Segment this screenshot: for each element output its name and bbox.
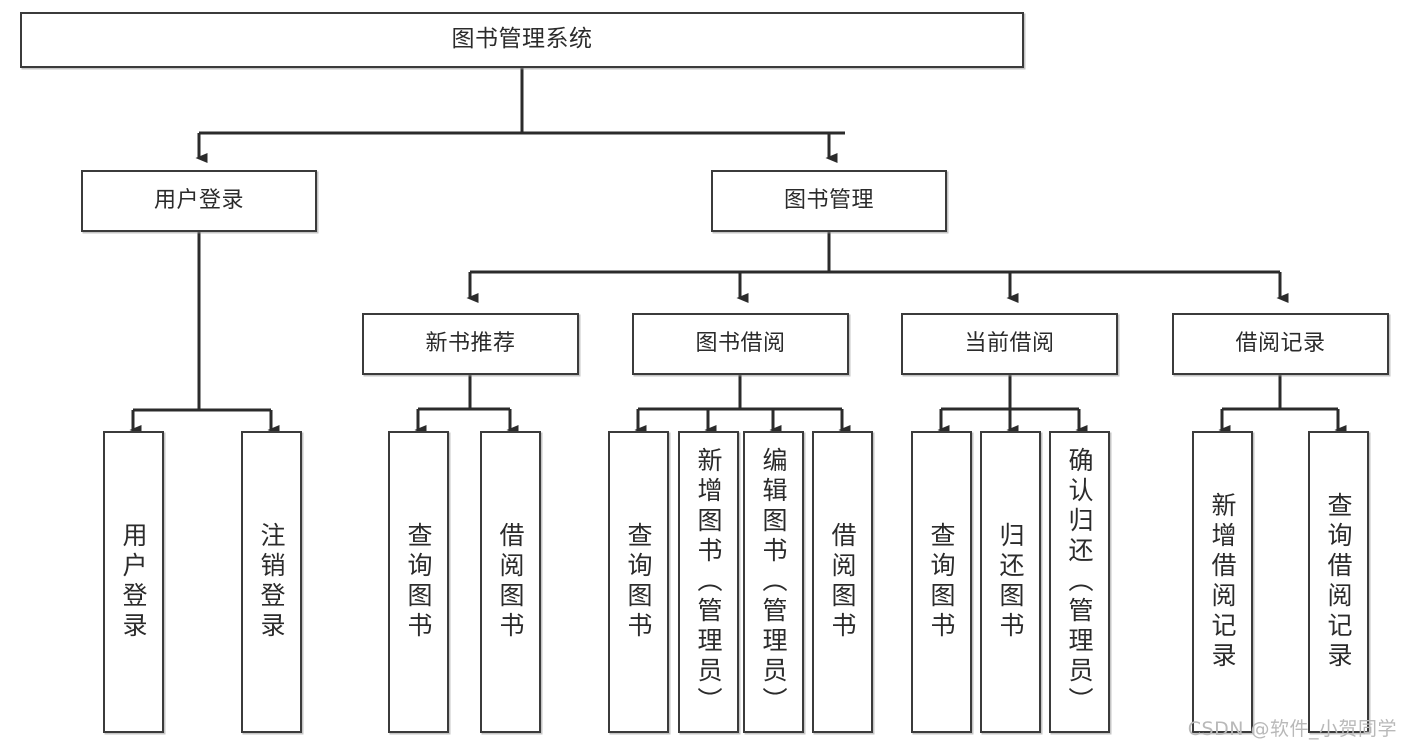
leaf-return-book[interactable]: 归还图书 bbox=[980, 431, 1041, 733]
node-label: 新书推荐 bbox=[425, 330, 516, 356]
leaf-add-record[interactable]: 新增借阅记录 bbox=[1192, 431, 1253, 733]
node-label: 查询图书 bbox=[927, 522, 956, 642]
leaf-add-book[interactable]: 新增图书（管理员） bbox=[678, 431, 739, 733]
node-label: 查询图书 bbox=[624, 522, 653, 642]
node-label: 图书借阅 bbox=[695, 330, 786, 356]
node-label: 当前借阅 bbox=[964, 330, 1055, 356]
leaf-query-book-2[interactable]: 查询图书 bbox=[608, 431, 669, 733]
node-current-borrow[interactable]: 当前借阅 bbox=[901, 313, 1118, 375]
node-label: 归还图书 bbox=[996, 522, 1025, 642]
node-label: 用户登录 bbox=[119, 522, 148, 642]
leaf-query-record[interactable]: 查询借阅记录 bbox=[1308, 431, 1369, 733]
node-label: 注销登录 bbox=[257, 522, 286, 642]
node-label: 新增借阅记录 bbox=[1208, 492, 1237, 672]
node-label: 图书管理 bbox=[783, 187, 874, 213]
node-label: 借阅记录 bbox=[1235, 330, 1326, 356]
node-label: 编辑图书（管理员） bbox=[759, 447, 788, 717]
node-label: 确认归还（管理员） bbox=[1065, 447, 1094, 717]
node-label: 查询图书 bbox=[404, 522, 433, 642]
leaf-borrow-book-2[interactable]: 借阅图书 bbox=[812, 431, 873, 733]
leaf-edit-book[interactable]: 编辑图书（管理员） bbox=[743, 431, 804, 733]
node-label: 借阅图书 bbox=[496, 522, 525, 642]
node-root-system[interactable]: 图书管理系统 bbox=[20, 12, 1024, 68]
leaf-logout[interactable]: 注销登录 bbox=[241, 431, 302, 733]
node-book-manage[interactable]: 图书管理 bbox=[711, 170, 947, 232]
node-label: 查询借阅记录 bbox=[1324, 492, 1353, 672]
leaf-query-book-1[interactable]: 查询图书 bbox=[388, 431, 449, 733]
node-label: 新增图书（管理员） bbox=[694, 447, 723, 717]
leaf-user-login[interactable]: 用户登录 bbox=[103, 431, 164, 733]
node-new-book-recommend[interactable]: 新书推荐 bbox=[362, 313, 579, 375]
csdn-watermark: CSDN @软件_小贺同学 bbox=[1187, 718, 1397, 740]
leaf-borrow-book-1[interactable]: 借阅图书 bbox=[480, 431, 541, 733]
leaf-query-book-3[interactable]: 查询图书 bbox=[911, 431, 972, 733]
node-label: 用户登录 bbox=[153, 187, 244, 213]
node-label: 借阅图书 bbox=[828, 522, 857, 642]
leaf-confirm-return[interactable]: 确认归还（管理员） bbox=[1049, 431, 1110, 733]
node-book-borrow[interactable]: 图书借阅 bbox=[632, 313, 849, 375]
node-borrow-record[interactable]: 借阅记录 bbox=[1172, 313, 1389, 375]
node-label: 图书管理系统 bbox=[451, 26, 593, 53]
node-user-login[interactable]: 用户登录 bbox=[81, 170, 317, 232]
